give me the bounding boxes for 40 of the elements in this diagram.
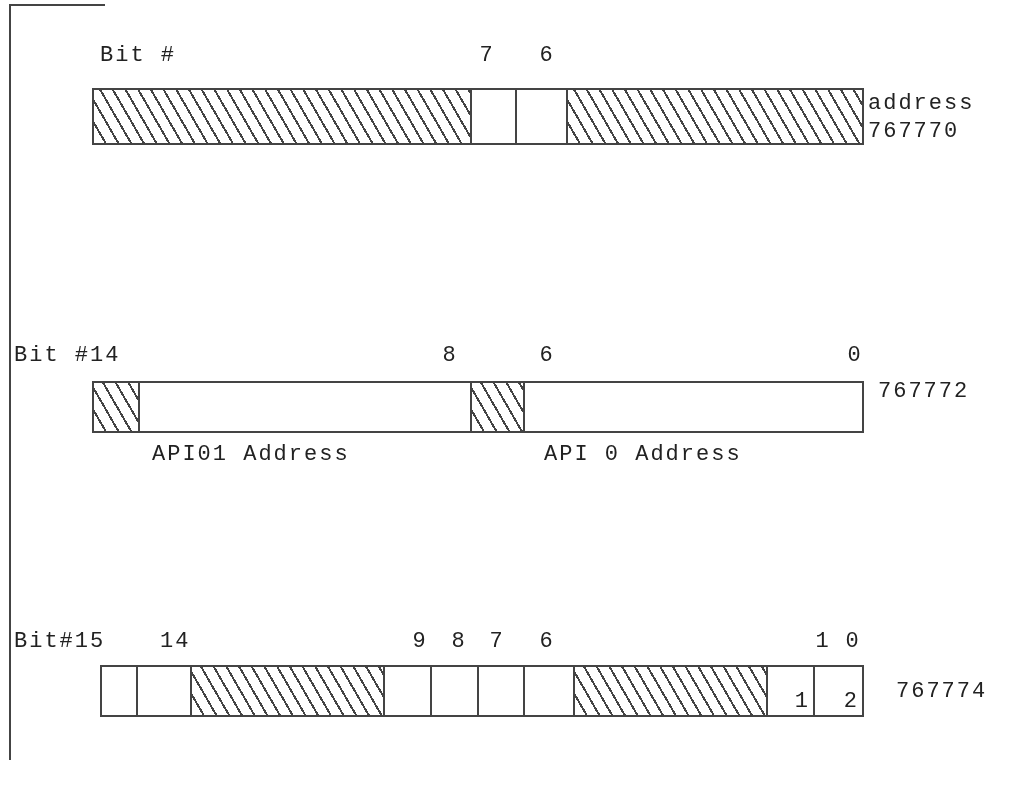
bit-field: [523, 381, 864, 433]
bit-number: 0: [847, 342, 863, 370]
bit-value: 1: [794, 688, 808, 715]
bit-number: 8: [451, 628, 467, 656]
bit-field: [813, 665, 864, 717]
bit-number-heading: Bit#15: [14, 628, 106, 656]
bit-field: [515, 88, 568, 145]
bit-field: [136, 665, 192, 717]
bit-number: 6: [539, 342, 555, 370]
register-address: address 767770: [868, 90, 976, 145]
bit-field: [430, 665, 479, 717]
register-address: 767772: [878, 378, 970, 406]
hatched-bit-field: [92, 88, 472, 145]
bit-field: [138, 381, 472, 433]
bit-field: [470, 88, 517, 145]
bit-number: 14: [160, 628, 191, 656]
bit-number: 0: [845, 628, 861, 656]
bit-number-heading: Bit #: [100, 42, 176, 70]
bit-field: [100, 665, 138, 717]
bit-number: 7: [489, 628, 505, 656]
bit-number: 9: [412, 628, 428, 656]
bit-number-heading: Bit #14: [14, 342, 121, 370]
field-name: API 0 Address: [544, 441, 742, 469]
bit-number: 7: [479, 42, 495, 70]
bit-number: 8: [442, 342, 458, 370]
bit-number: 6: [539, 628, 555, 656]
bit-number: 1: [815, 628, 831, 656]
bit-field: [477, 665, 525, 717]
hatched-bit-field: [190, 665, 385, 717]
field-name: API01 Address: [152, 441, 350, 469]
hatched-bit-field: [566, 88, 864, 145]
bit-number: 6: [539, 42, 555, 70]
hatched-bit-field: [573, 665, 768, 717]
hatched-bit-field: [470, 381, 525, 433]
hatched-bit-field: [92, 381, 140, 433]
register-address: 767774: [896, 678, 988, 706]
bit-value: 2: [843, 688, 857, 715]
bit-field: [766, 665, 815, 717]
bit-field: [523, 665, 575, 717]
bit-field: [383, 665, 432, 717]
